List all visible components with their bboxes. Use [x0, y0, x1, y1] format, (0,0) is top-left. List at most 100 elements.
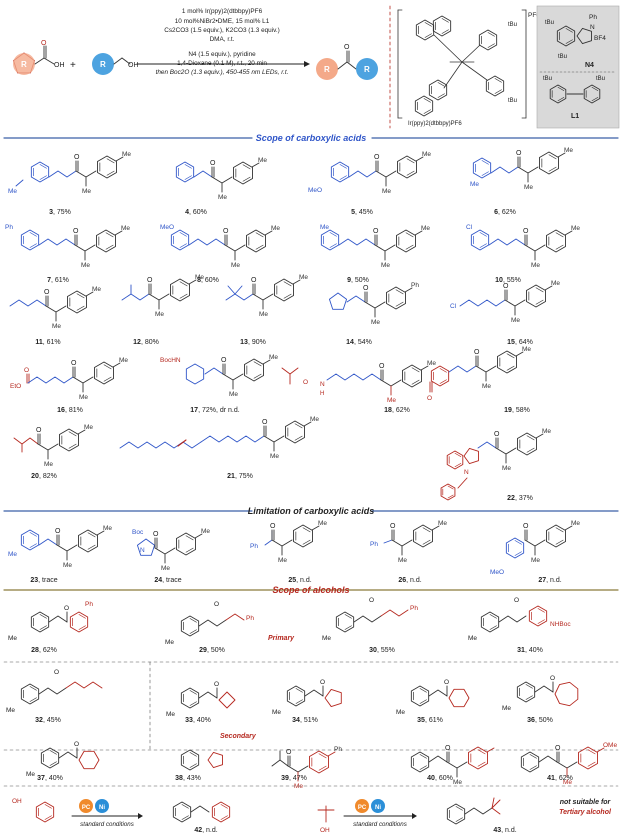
ring-double-bond [294, 435, 303, 441]
condition-line: N4 (1.5 equiv.), pyridine [188, 51, 256, 58]
ring-double-bond [405, 244, 414, 250]
para-substituent: Me [427, 360, 436, 367]
aryl-ring [396, 229, 416, 253]
bond [491, 807, 501, 815]
atom-label: Me [322, 635, 331, 642]
compound-number: 29 [199, 647, 207, 654]
benzene-ring [528, 605, 548, 627]
compound-yield: , 62% [555, 775, 573, 782]
chain [38, 687, 67, 695]
compound-label: 41, 62% [547, 775, 573, 782]
compound-label: 35, 61% [417, 717, 443, 724]
ring-double-bond [29, 232, 37, 237]
atom-label: Me [26, 771, 35, 778]
compound-yield: , 40% [193, 717, 211, 724]
compound-number: 18 [384, 407, 392, 414]
oxygen-label: O [474, 349, 480, 356]
compound-label: 21, 75% [227, 473, 253, 480]
chain [225, 613, 245, 621]
ring-double-bond [68, 431, 77, 437]
oxygen-label: O [74, 154, 80, 161]
methyl-label: Me [44, 461, 53, 468]
arrow-head [412, 813, 417, 819]
chain [119, 441, 202, 449]
ring-double-bond [106, 170, 115, 176]
chain [27, 376, 74, 384]
atom-label: Ph [589, 14, 597, 21]
ring-double-bond [537, 608, 545, 613]
acid-r-circle [13, 53, 35, 75]
compound-number: 37 [37, 775, 45, 782]
chain [338, 238, 376, 246]
benzene-ring [180, 615, 200, 637]
compound-yield: , 51% [300, 717, 318, 724]
chain [380, 609, 409, 617]
ring-double-bond [555, 527, 564, 533]
benzene-ring [415, 19, 435, 41]
aryl-ring [59, 428, 79, 452]
ring-double-bond [548, 166, 557, 172]
ring-double-bond [489, 625, 497, 630]
atom-label: O [444, 679, 449, 686]
ring-double-bond [514, 540, 522, 545]
ring-double-bond [587, 749, 596, 755]
arrow-head [138, 813, 143, 819]
chain [391, 539, 413, 547]
ring-double-bond [487, 32, 495, 37]
atom-label: MeO [160, 224, 174, 231]
ring-double-bond [294, 423, 303, 429]
aryl-ring [78, 529, 98, 553]
bond [491, 797, 495, 809]
ring-double-bond [283, 293, 292, 299]
compound-label: 10, 55% [495, 277, 521, 284]
atom-label: NHBoc [550, 621, 571, 628]
compound-number: 26 [398, 577, 406, 584]
ring-double-bond [29, 697, 37, 702]
para-bond [112, 362, 121, 368]
alcohol-r-circle [92, 53, 114, 75]
atom-label: OH [12, 798, 22, 805]
oxazole-ring [576, 27, 592, 45]
para-bond [96, 530, 105, 536]
chain [200, 435, 265, 443]
chain [556, 761, 578, 769]
aryl-ring [468, 746, 488, 770]
para-bond [262, 359, 271, 365]
para-bond [404, 287, 413, 293]
methyl-label: Me [218, 194, 227, 201]
atom-label: Me [8, 188, 17, 195]
chain [353, 615, 382, 623]
ring-double-bond [29, 686, 37, 691]
atom-label: O [550, 675, 555, 682]
bond [337, 61, 348, 70]
ring-double-bond [439, 368, 447, 373]
chain [224, 244, 246, 252]
aryl-ring [497, 350, 517, 374]
para-substituent: Me [195, 274, 204, 281]
ring-double-bond [535, 299, 544, 305]
chain [524, 244, 546, 252]
compound-number: 9 [347, 277, 351, 284]
benzene-ring [520, 751, 540, 773]
atom-label: Me [502, 705, 511, 712]
ring-double-bond [87, 544, 96, 550]
ring-double-bond [185, 535, 194, 541]
compound-yield: , 50% [207, 647, 225, 654]
para-bond [515, 351, 524, 357]
compound-number: 36 [527, 717, 535, 724]
compound-yield: , 45% [355, 209, 373, 216]
chain [495, 447, 517, 455]
ring-double-bond [419, 688, 427, 693]
ring-double-bond [181, 804, 189, 809]
ring-double-bond [455, 806, 463, 811]
bond [443, 61, 463, 89]
atom-label: Me [272, 709, 281, 716]
atom-label: Me [396, 709, 405, 716]
bond [15, 179, 24, 187]
chain [488, 238, 526, 246]
atom-label: OH [128, 62, 139, 69]
chain [72, 376, 94, 384]
ring-double-bond [179, 281, 188, 287]
para-bond [564, 230, 573, 236]
compound-number: 34 [292, 717, 300, 724]
